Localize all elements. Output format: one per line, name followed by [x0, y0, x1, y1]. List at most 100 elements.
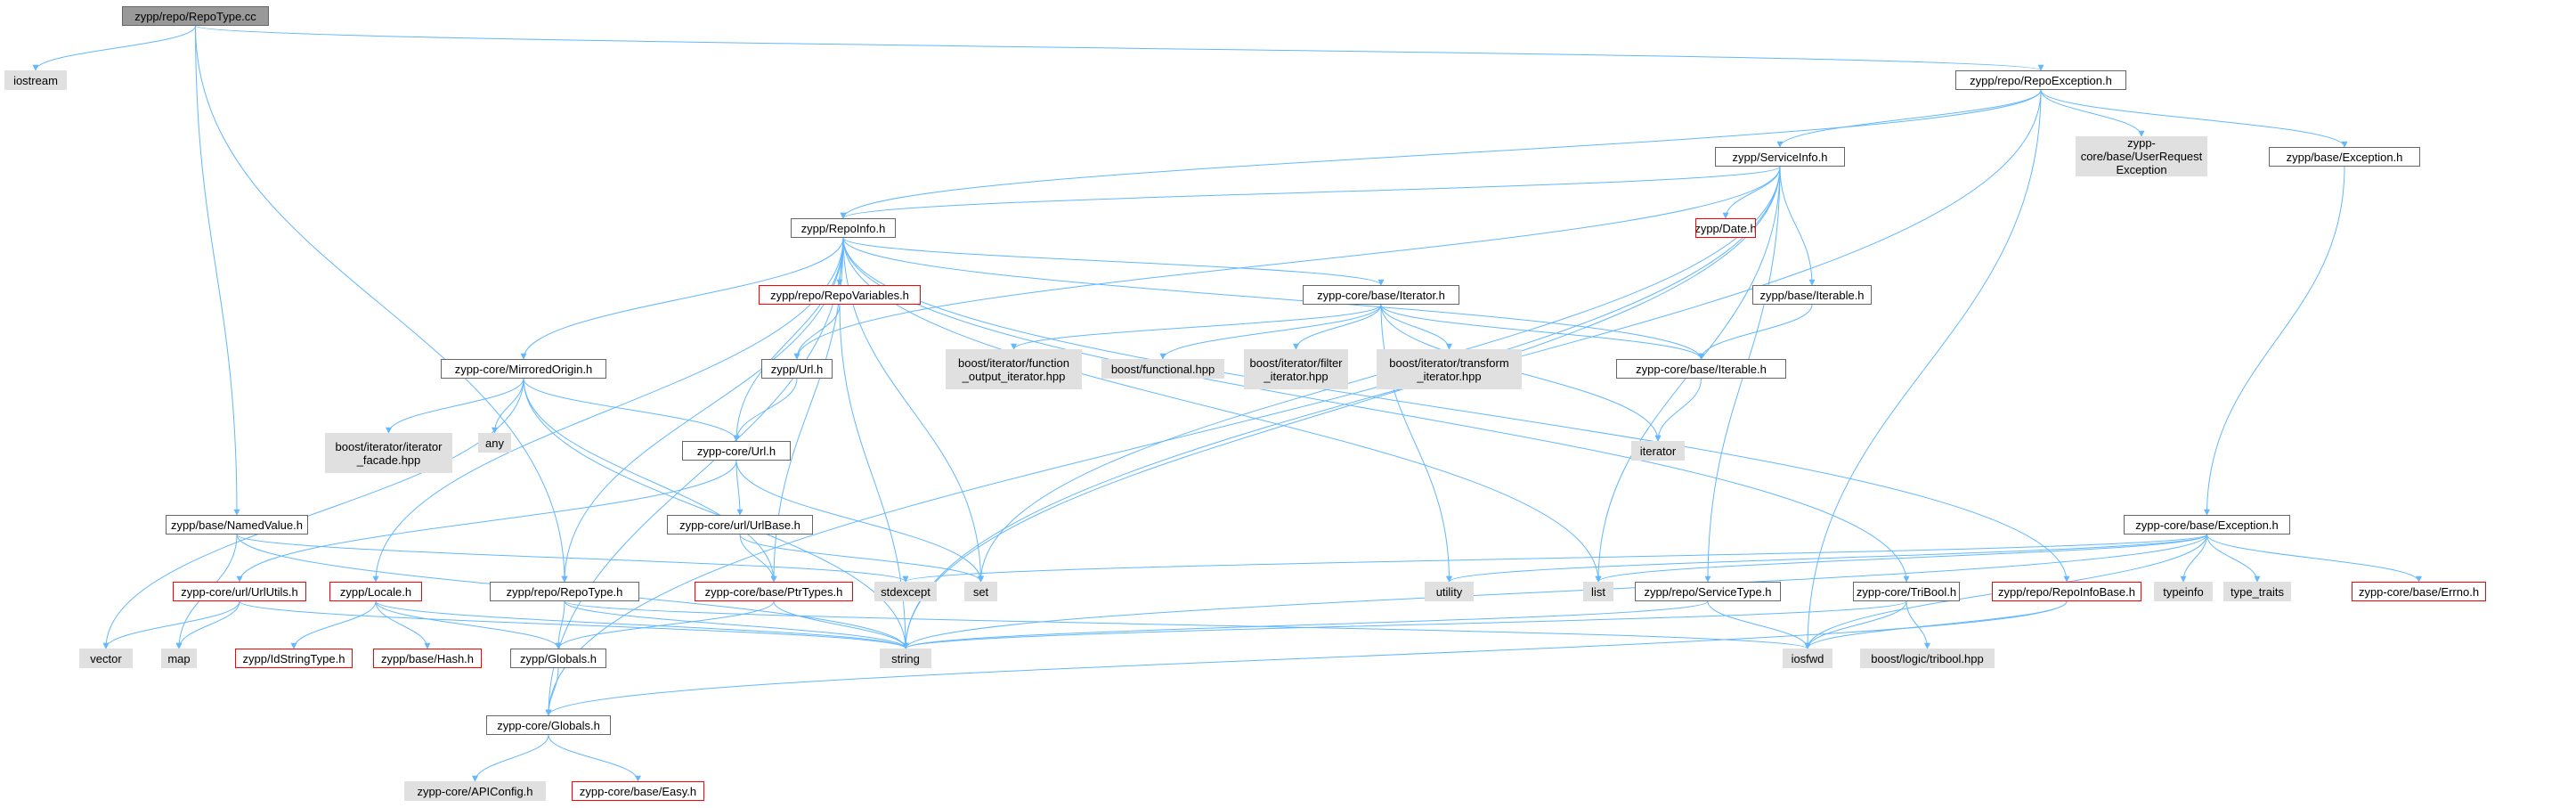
edge-tribool-to-string: [902, 600, 1907, 649]
node-vector[interactable]: vector: [79, 649, 133, 668]
edge-mirroredorigin-to-iter-facade: [386, 378, 524, 434]
node-functional[interactable]: boost/functional.hpp: [1101, 359, 1224, 379]
edge-repoexception-to-serviceinfo: [1776, 89, 2042, 148]
edge-globals-to-core-globals: [545, 667, 559, 716]
edge-locale-to-hash: [375, 600, 431, 649]
node-ptrtypes[interactable]: zypp-core/base/PtrTypes.h: [695, 582, 853, 601]
node-core-iterator[interactable]: zypp-core/base/Iterator.h: [1303, 285, 1459, 305]
edge-serviceinfo-to-string: [902, 166, 1781, 649]
node-stdexcept[interactable]: stdexcept: [874, 582, 937, 601]
node-fn-out-iter[interactable]: boost/iterator/function _output_iterator…: [946, 349, 1082, 389]
node-set[interactable]: set: [964, 582, 997, 601]
edge-repoexception-to-userrequest: [2040, 89, 2145, 137]
edge-core-exception-to-type-traits: [2206, 534, 2261, 583]
edge-core-exception-to-typeinfo: [2180, 534, 2207, 583]
edge-core-exception-to-utility: [1446, 534, 2207, 583]
node-boost-tribool[interactable]: boost/logic/tribool.hpp: [1860, 649, 1995, 668]
node-locale[interactable]: zypp/Locale.h: [329, 582, 422, 601]
node-repovariables[interactable]: zypp/repo/RepoVariables.h: [759, 285, 921, 305]
node-apiconfig[interactable]: zypp-core/APIConfig.h: [404, 781, 546, 801]
node-easy[interactable]: zypp-core/base/Easy.h: [572, 781, 704, 801]
node-core-globals[interactable]: zypp-core/Globals.h: [486, 715, 611, 735]
node-map[interactable]: map: [161, 649, 197, 668]
node-list[interactable]: list: [1583, 582, 1613, 601]
edge-servicetype-to-string: [902, 600, 1709, 649]
edge-mirroredorigin-to-ptrtypes: [523, 378, 777, 583]
edge-core-exception-to-string: [902, 534, 2207, 649]
node-base-exception[interactable]: zypp/base/Exception.h: [2269, 147, 2420, 167]
edge-core-iterator-to-utility: [1380, 304, 1452, 583]
node-repoinfobase[interactable]: zypp/repo/RepoInfoBase.h: [1992, 582, 2141, 601]
node-namedvalue[interactable]: zypp/base/NamedValue.h: [166, 515, 308, 535]
node-globals[interactable]: zypp/Globals.h: [510, 649, 606, 668]
node-core-url[interactable]: zypp-core/Url.h: [682, 441, 791, 461]
edge-urlbase-to-set: [739, 534, 984, 583]
node-typeinfo[interactable]: typeinfo: [2154, 582, 2213, 601]
node-serviceinfo[interactable]: zypp/ServiceInfo.h: [1715, 147, 1845, 167]
node-errno[interactable]: zypp-core/base/Errno.h: [2352, 582, 2486, 601]
edge-repoinfobase-to-core-globals: [545, 600, 2068, 716]
node-repoexception[interactable]: zypp/repo/RepoException.h: [1955, 70, 2126, 90]
edge-locale-to-idstringtype: [290, 600, 377, 649]
node-idstringtype[interactable]: zypp/IdStringType.h: [235, 649, 353, 668]
edge-namedvalue-to-stdexcept: [236, 534, 909, 583]
node-hash[interactable]: zypp/base/Hash.h: [373, 649, 482, 668]
edge-core-iterator-to-functional: [1159, 304, 1382, 360]
edge-core-globals-to-easy: [548, 734, 641, 782]
node-servicetype[interactable]: zypp/repo/ServiceType.h: [1635, 582, 1781, 601]
node-mirroredorigin[interactable]: zypp-core/MirroredOrigin.h: [441, 359, 606, 379]
edge-locale-to-globals: [375, 600, 562, 649]
node-base-iterable[interactable]: zypp/base/Iterable.h: [1752, 285, 1872, 305]
edge-core-url-to-set: [735, 460, 984, 583]
edge-serviceinfo-to-repoinfo: [840, 166, 1781, 219]
node-filter-iter[interactable]: boost/iterator/filter _iterator.hpp: [1244, 349, 1348, 389]
edge-root-to-namedvalue: [195, 25, 240, 516]
edge-ptrtypes-to-globals: [555, 600, 775, 649]
node-core-iterable[interactable]: zypp-core/base/Iterable.h: [1616, 359, 1786, 379]
edge-root-to-iostream: [32, 25, 196, 71]
edge-core-url-to-urlbase: [735, 460, 744, 516]
edge-root-to-repoexception: [195, 25, 2044, 71]
edge-repoexception-to-base-exception: [2040, 89, 2348, 148]
node-root[interactable]: zypp/repo/RepoType.cc: [122, 6, 269, 26]
node-transform-iter[interactable]: boost/iterator/transform _iterator.hpp: [1377, 349, 1522, 389]
edge-base-exception-to-core-exception: [2204, 166, 2345, 516]
edge-core-exception-to-errno: [2206, 534, 2422, 583]
node-repoinfo[interactable]: zypp/RepoInfo.h: [791, 218, 896, 238]
node-date[interactable]: zypp/Date.h: [1695, 218, 1756, 238]
node-iterator[interactable]: iterator: [1631, 441, 1685, 461]
edge-core-exception-to-stdexcept: [902, 534, 2207, 583]
edge-mirroredorigin-to-string: [523, 378, 909, 649]
node-iosfwd[interactable]: iosfwd: [1783, 649, 1832, 668]
node-urlutils[interactable]: zypp-core/url/UrlUtils.h: [173, 582, 306, 601]
edge-mirroredorigin-to-core-url: [523, 378, 740, 442]
edge-mirroredorigin-to-vector: [102, 378, 524, 649]
edge-serviceinfo-to-date: [1722, 166, 1781, 219]
node-tribool[interactable]: zypp-core/TriBool.h: [1853, 582, 1960, 601]
node-urlbase[interactable]: zypp-core/url/UrlBase.h: [667, 515, 813, 535]
edge-repoinfo-to-core-iterator: [842, 237, 1385, 286]
node-core-exception[interactable]: zypp-core/base/Exception.h: [2124, 515, 2290, 535]
node-iter-facade[interactable]: boost/iterator/iterator _facade.hpp: [325, 433, 452, 473]
edge-ptrtypes-to-string: [773, 600, 909, 649]
edge-repoexception-to-iosfwd: [1804, 89, 2042, 649]
edge-url-to-core-url: [733, 378, 798, 442]
node-iostream[interactable]: iostream: [4, 70, 67, 90]
node-type-traits[interactable]: type_traits: [2223, 582, 2291, 601]
edge-servicetype-to-iosfwd: [1707, 600, 1811, 649]
edge-repoexception-to-repoinfo: [840, 89, 2042, 219]
edge-core-url-to-urlutils: [236, 460, 737, 583]
edge-urlbase-to-ptrtypes: [739, 534, 777, 583]
node-utility[interactable]: utility: [1425, 582, 1474, 601]
edge-repoinfo-to-mirroredorigin: [520, 237, 844, 360]
node-repotype-h[interactable]: zypp/repo/RepoType.h: [490, 582, 639, 601]
node-any[interactable]: any: [478, 433, 511, 453]
node-userrequest[interactable]: zypp-core/base/UserRequest Exception: [2076, 136, 2207, 176]
edge-repoinfo-to-core-globals: [545, 237, 844, 716]
node-url[interactable]: zypp/Url.h: [761, 359, 833, 379]
edge-serviceinfo-to-core-globals: [545, 166, 1781, 716]
edge-repoinfo-to-list: [842, 237, 1602, 583]
edge-urlutils-to-map: [175, 600, 240, 649]
node-string[interactable]: string: [880, 649, 931, 668]
